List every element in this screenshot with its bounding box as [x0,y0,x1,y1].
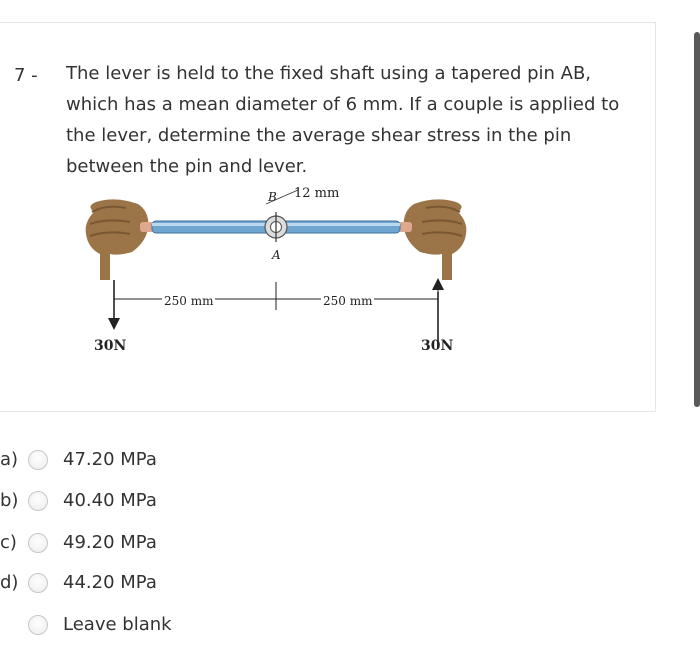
lever-figure: B 12 mm A 250 mm 250 mm 30N 30N [66,182,486,379]
right-hand-icon [403,199,467,280]
point-b-label: B [268,190,277,204]
left-hand-icon [85,199,149,280]
option-label[interactable]: 40.40 MPa [63,490,157,511]
question-number: 7 - [14,65,38,86]
option-d[interactable]: d) 44.20 MPa [0,563,260,603]
option-label[interactable]: Leave blank [63,614,172,635]
left-force-label: 30N [94,338,127,354]
question-text: The lever is held to the fixed shaft usi… [66,63,620,177]
right-force-label: 30N [421,338,454,354]
pin-icon [264,189,299,242]
option-label[interactable]: 44.20 MPa [63,572,157,593]
option-c[interactable]: c) 49.20 MPa [0,523,260,563]
scrollbar[interactable] [694,32,700,407]
radio-button[interactable] [28,573,48,593]
left-dimension-label: 250 mm [162,294,216,308]
option-letter: b) [0,490,19,511]
right-force-arrow [432,278,444,344]
radio-button[interactable] [28,491,48,511]
option-a[interactable]: a) 47.20 MPa [0,440,260,480]
option-label[interactable]: 49.20 MPa [63,532,157,553]
radio-button[interactable] [28,450,48,470]
option-leave-blank[interactable]: Leave blank [0,605,260,645]
option-b[interactable]: b) 40.40 MPa [0,481,260,521]
option-letter: a) [0,449,19,470]
radio-button[interactable] [28,615,48,635]
radio-button[interactable] [28,533,48,553]
left-force-arrow [108,280,120,330]
lever-diagram [85,189,467,344]
pin-dimension-label: 12 mm [294,186,340,201]
point-a-label: A [272,248,281,262]
right-dimension-label: 250 mm [321,294,375,308]
option-letter: d) [0,572,19,593]
option-label[interactable]: 47.20 MPa [63,449,157,470]
option-letter: c) [0,532,17,553]
